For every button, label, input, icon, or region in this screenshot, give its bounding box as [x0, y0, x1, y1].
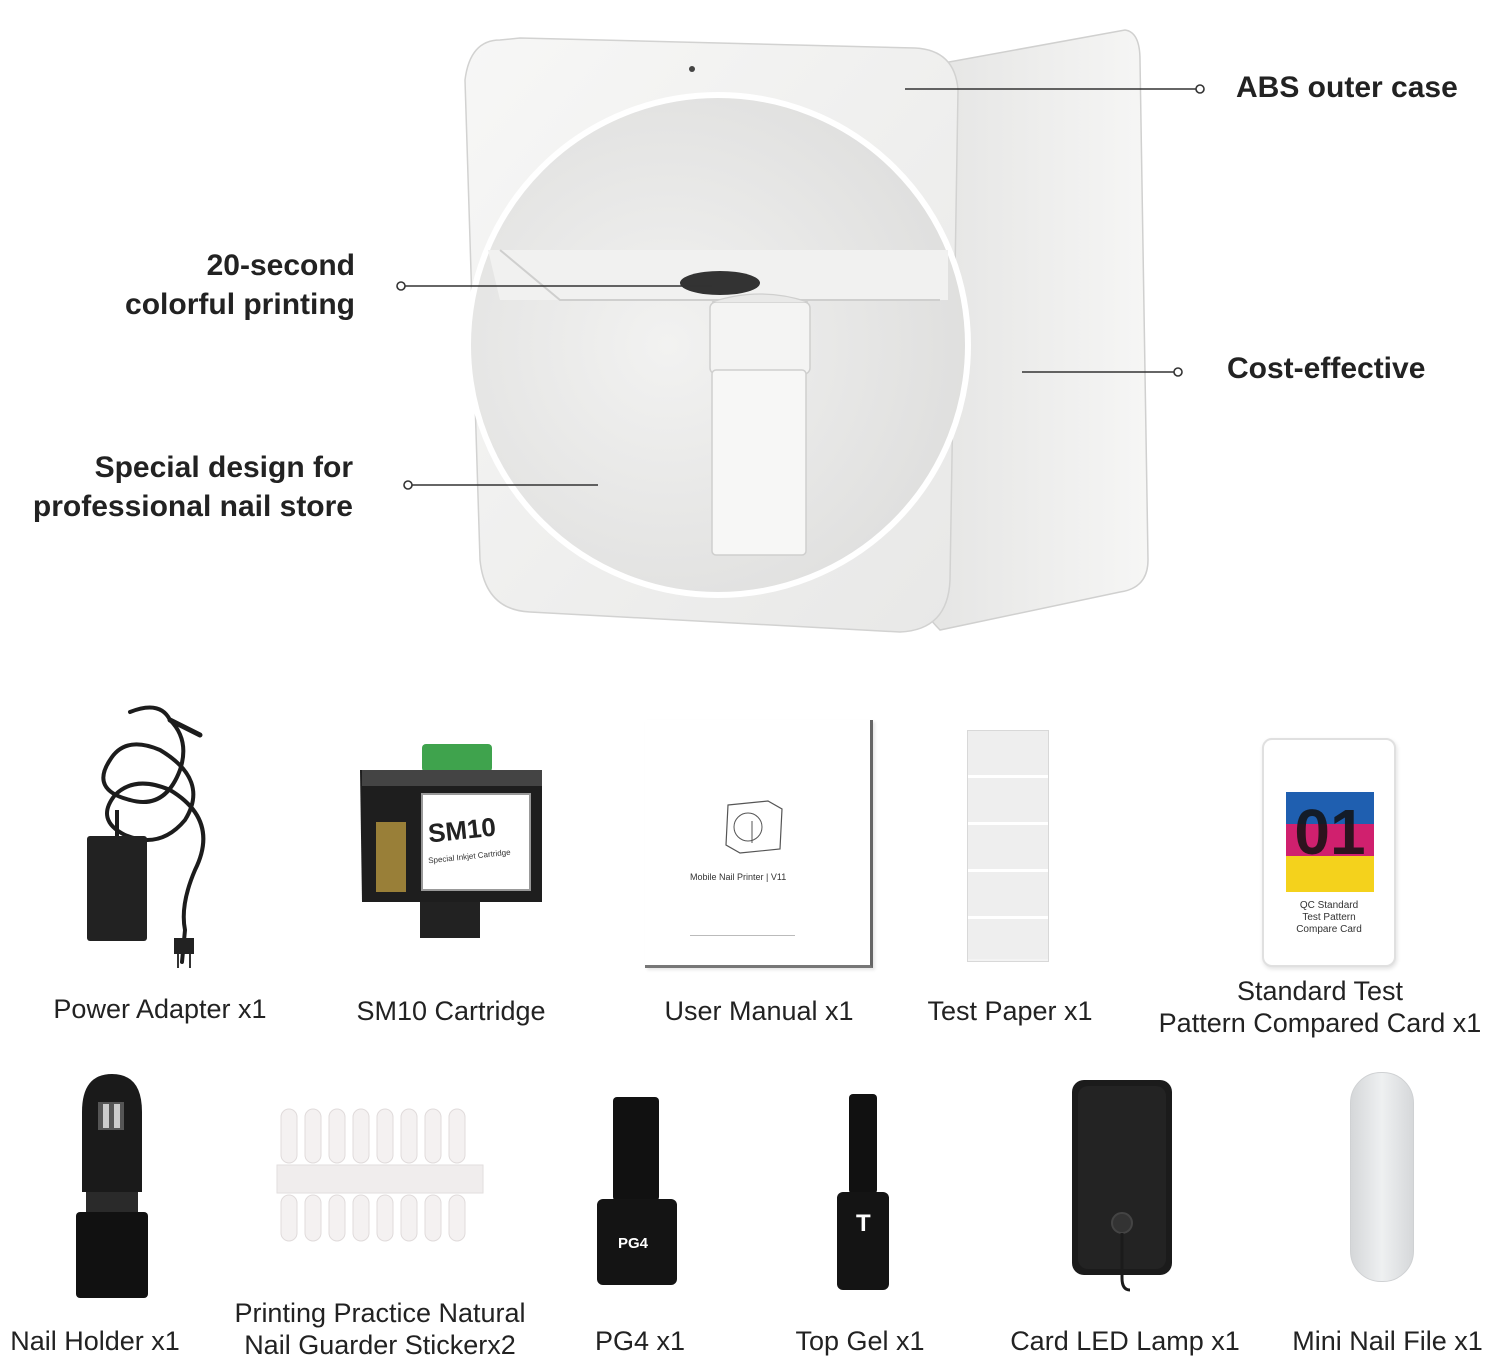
manual-cover-printer-icon — [725, 800, 783, 854]
test-paper-image — [967, 730, 1049, 962]
pg4-bottle-image — [597, 1097, 677, 1285]
caption-top-gel: Top Gel x1 — [795, 1326, 925, 1356]
callout-special-line1: Special design for — [94, 451, 353, 484]
caption-card-led-lamp: Card LED Lamp x1 — [1010, 1326, 1240, 1356]
card-caption-line2: Test Pattern — [1302, 912, 1356, 923]
caption-practice-line1: Printing Practice Natural — [234, 1298, 526, 1328]
caption-practice-sticker: Printing Practice Natural Nail Guarder S… — [210, 1297, 550, 1361]
card-caption: QC Standard Test Pattern Compare Card — [1264, 900, 1394, 936]
test-pattern-card-image: 01 QC Standard Test Pattern Compare Card — [1262, 738, 1396, 967]
card-caption-line1: QC Standard — [1299, 900, 1359, 911]
test-paper-slot — [968, 825, 1048, 872]
top-gel-bottle-label: T — [856, 1210, 871, 1237]
nail-holder-image — [76, 1074, 148, 1298]
card-color-blue — [1286, 792, 1374, 824]
callout-printing-line2: colorful printing — [125, 288, 355, 321]
card-color-yellow — [1286, 856, 1374, 892]
callout-printing-speed: 20-second colorful printing — [90, 246, 355, 324]
card-caption-line3: Compare Card — [1296, 924, 1362, 935]
manual-footer-line — [690, 935, 795, 936]
caption-practice-line2: Nail Guarder Stickerx2 — [244, 1330, 516, 1360]
callout-abs-case: ABS outer case — [1236, 71, 1458, 104]
caption-power-adapter: Power Adapter x1 — [53, 994, 267, 1024]
ink-cartridge-image — [360, 744, 542, 938]
card-number-text: 01 — [1294, 796, 1366, 868]
card-led-lamp-image — [1072, 1080, 1172, 1292]
top-gel-bottle-image — [837, 1094, 889, 1290]
caption-nail-holder: Nail Holder x1 — [10, 1326, 180, 1356]
card-color-magenta — [1286, 824, 1374, 856]
nail-printer-image — [464, 29, 1149, 633]
caption-test-pattern-card: Standard Test Pattern Compared Card x1 — [1140, 975, 1500, 1039]
caption-test-paper: Test Paper x1 — [927, 996, 1093, 1026]
caption-test-pattern-line2: Pattern Compared Card x1 — [1158, 1008, 1482, 1038]
test-paper-slot — [968, 919, 1048, 959]
test-paper-slot — [968, 731, 1048, 778]
callout-special-design: Special design for professional nail sto… — [0, 448, 353, 526]
caption-user-manual: User Manual x1 — [664, 996, 854, 1026]
callout-special-line2: professional nail store — [32, 490, 353, 523]
callout-leaders — [396, 84, 1205, 490]
manual-title-text: Mobile Nail Printer | V11 — [690, 872, 787, 882]
mini-nail-file-image — [1350, 1072, 1414, 1282]
caption-pg4: PG4 x1 — [594, 1326, 686, 1356]
practice-nail-sticker-image — [276, 1108, 484, 1242]
callout-printing-line1: 20-second — [206, 249, 355, 282]
caption-test-pattern-line1: Standard Test — [1236, 976, 1404, 1006]
caption-mini-nail-file: Mini Nail File x1 — [1292, 1326, 1483, 1356]
caption-sm10-cartridge: SM10 Cartridge — [356, 996, 546, 1026]
user-manual-image — [645, 720, 873, 968]
test-paper-slot — [968, 778, 1048, 825]
test-paper-slot — [968, 872, 1048, 919]
power-adapter-image — [87, 705, 206, 968]
callout-cost-effective: Cost-effective — [1227, 352, 1426, 385]
pg4-bottle-label: PG4 — [618, 1235, 649, 1252]
